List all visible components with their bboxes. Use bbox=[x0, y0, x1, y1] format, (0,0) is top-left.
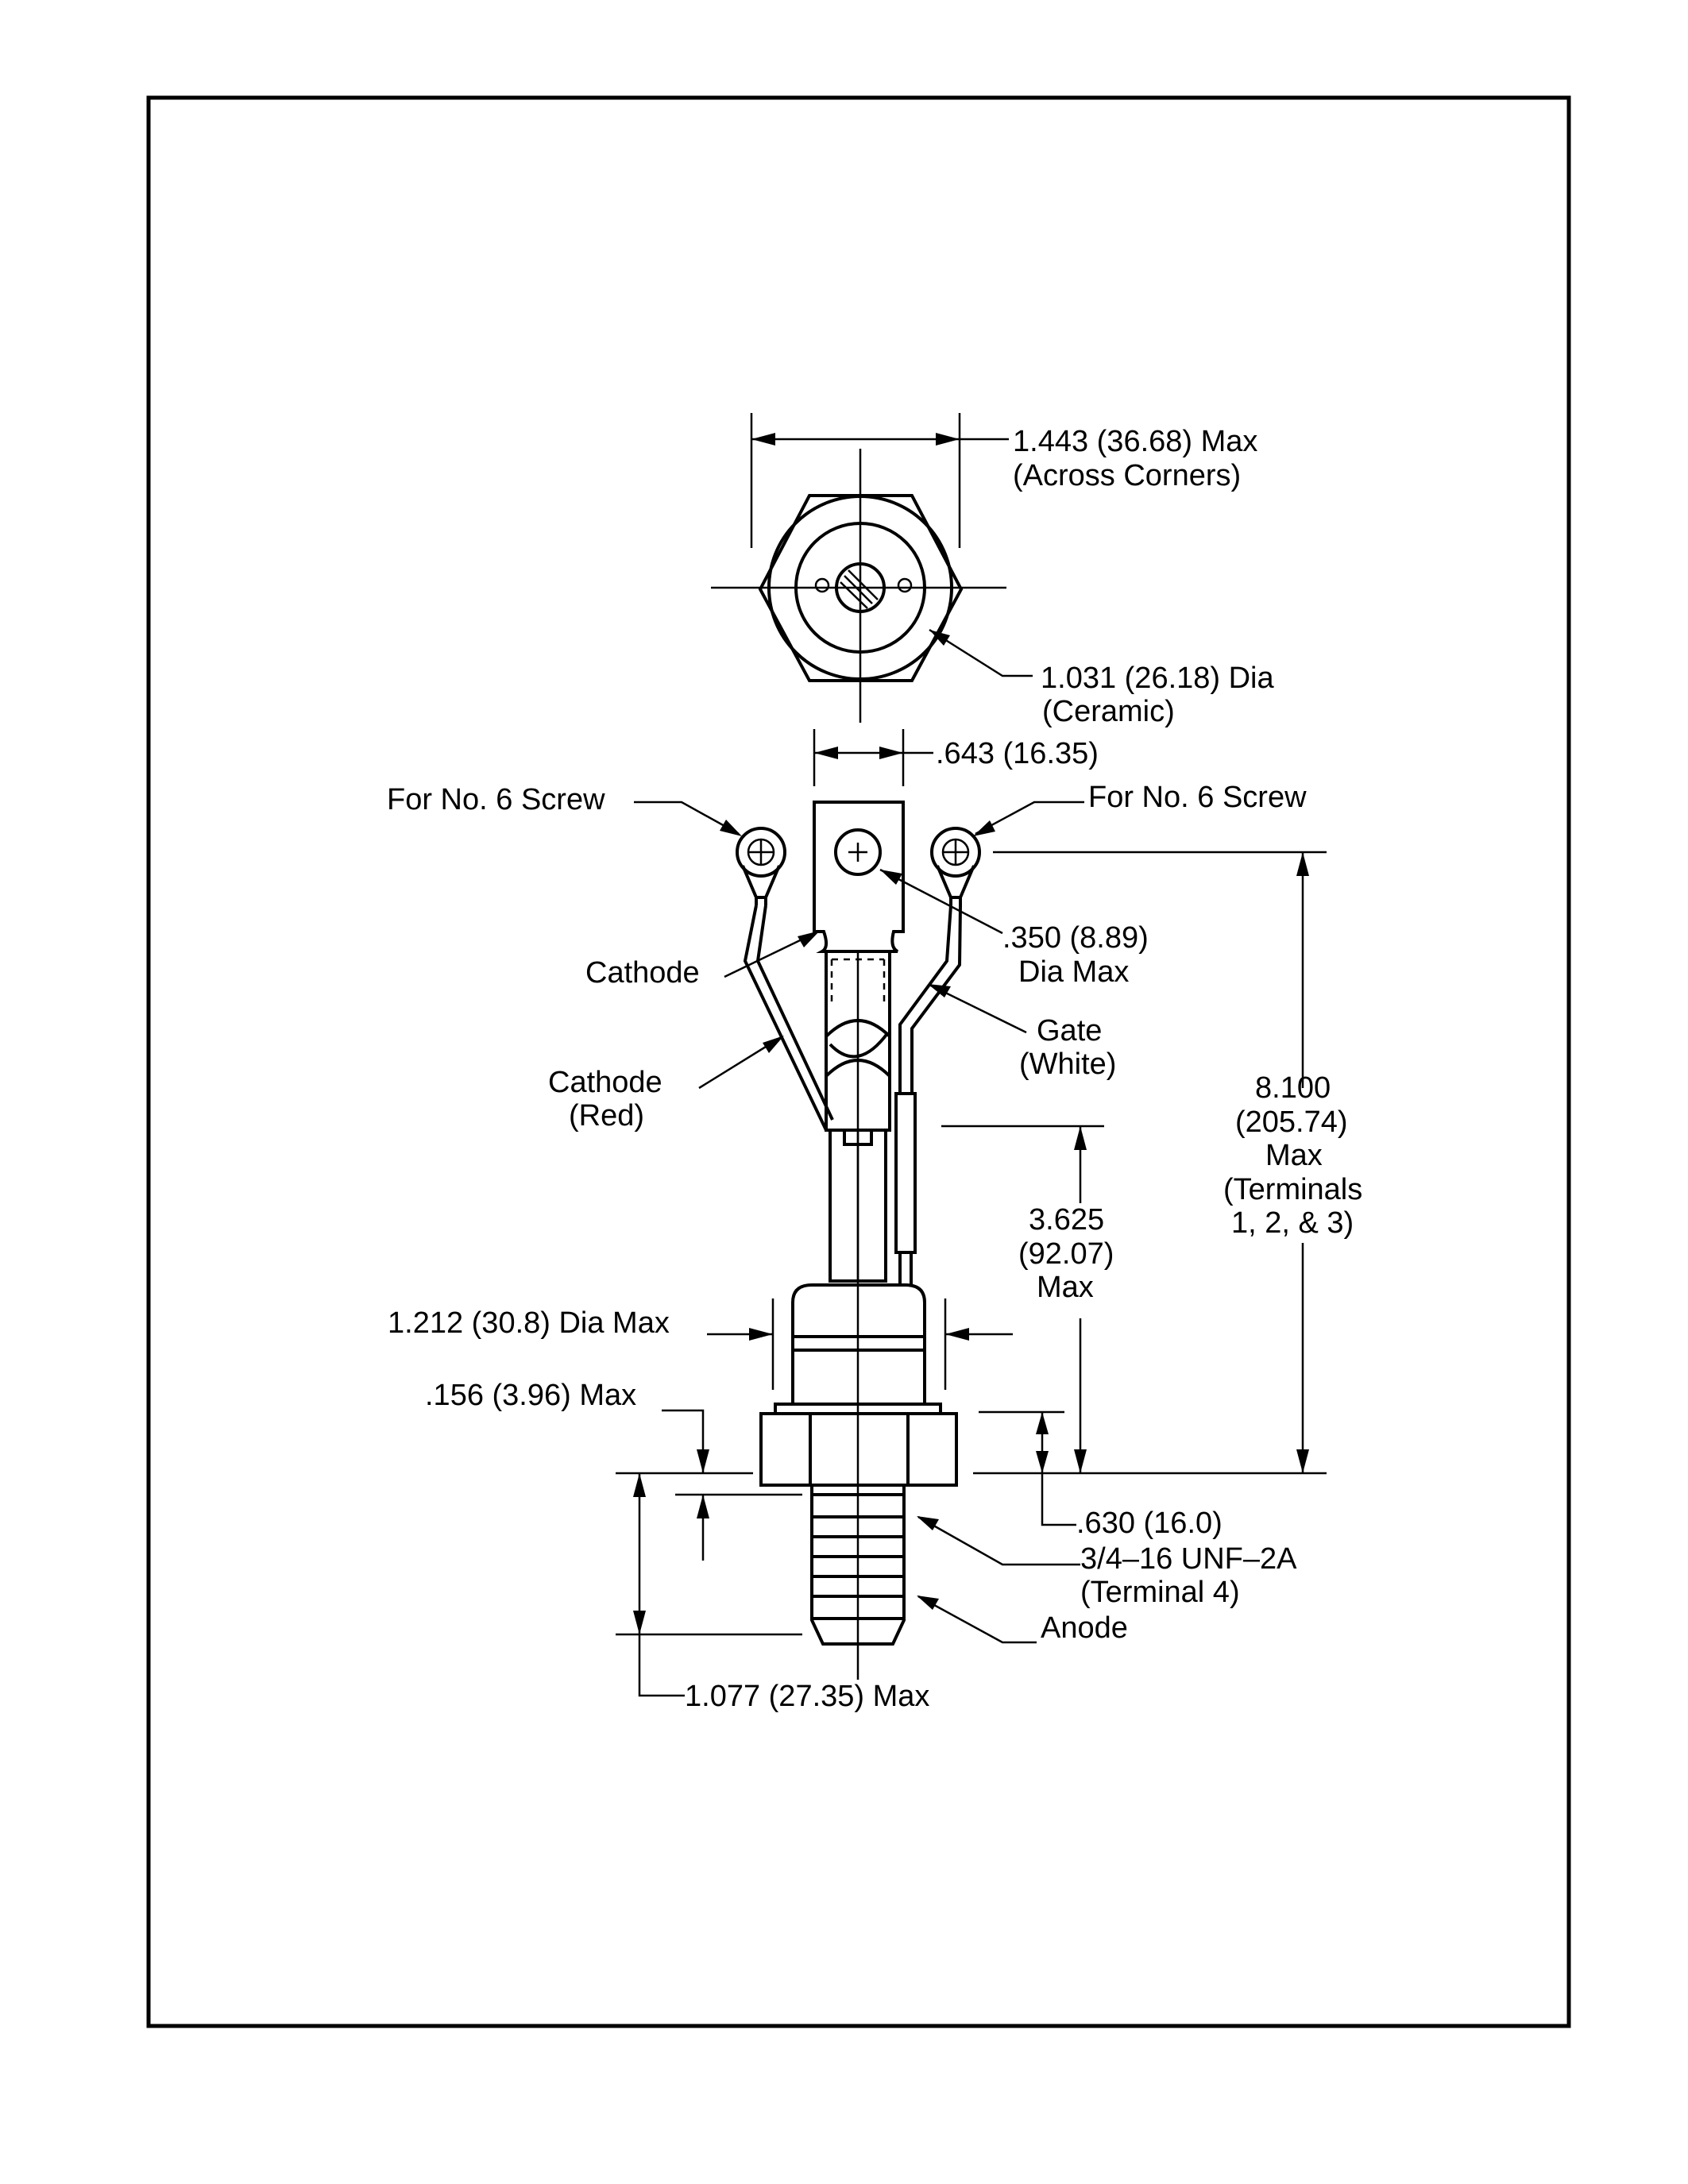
labels: 1.443 (36.68) Max (Across Corners) 1.031… bbox=[387, 425, 1362, 1713]
cathode-lug bbox=[813, 801, 905, 953]
ceramic-dia-label: 1.031 (26.18) Dia bbox=[1041, 662, 1274, 695]
cathode-label: Cathode bbox=[585, 956, 700, 990]
lug-width-label: .643 (16.35) bbox=[936, 737, 1099, 770]
mounting-hole-icon bbox=[834, 828, 882, 876]
flange-label: .156 (3.96) Max bbox=[425, 1379, 636, 1412]
cathode-red-label: Cathode bbox=[548, 1066, 662, 1099]
anode-label: Anode bbox=[1041, 1611, 1128, 1645]
drawing-border bbox=[146, 95, 1571, 2028]
screw-left-label: For No. 6 Screw bbox=[387, 783, 605, 816]
hex-height-label: .630 (16.0) bbox=[1076, 1507, 1223, 1540]
lead-length-max: Max bbox=[1037, 1271, 1094, 1304]
hole-dia-label: .350 (8.89) bbox=[1002, 921, 1149, 955]
dimensions bbox=[616, 729, 1327, 1697]
lead-length-label: 3.625 bbox=[1029, 1203, 1104, 1237]
overall-length-note1: (Terminals bbox=[1223, 1173, 1362, 1206]
thread-label: 3/4–16 UNF–2A bbox=[1080, 1542, 1297, 1576]
across-corners-note: (Across Corners) bbox=[1013, 459, 1241, 492]
gate-note: (White) bbox=[1019, 1048, 1116, 1081]
ceramic-note: (Ceramic) bbox=[1042, 695, 1175, 728]
side-view bbox=[736, 801, 981, 1680]
thread-note: (Terminal 4) bbox=[1080, 1576, 1240, 1609]
overall-length-mm: (205.74) bbox=[1235, 1106, 1348, 1139]
overall-length-label: 8.100 bbox=[1255, 1071, 1331, 1105]
hole-dia-note: Dia Max bbox=[1018, 955, 1129, 989]
screw-right-label: For No. 6 Screw bbox=[1088, 781, 1307, 814]
cathode-red-note: (Red) bbox=[569, 1099, 644, 1133]
body-dia-label: 1.212 (30.8) Dia Max bbox=[388, 1306, 670, 1340]
lead-length-mm: (92.07) bbox=[1018, 1237, 1114, 1271]
across-corners-label: 1.443 (36.68) Max bbox=[1013, 425, 1257, 458]
gate-label: Gate bbox=[1037, 1014, 1102, 1048]
stud-length-label: 1.077 (27.35) Max bbox=[685, 1680, 929, 1713]
overall-length-max: Max bbox=[1265, 1139, 1323, 1172]
top-view bbox=[711, 413, 1033, 723]
overall-length-note2: 1, 2, & 3) bbox=[1231, 1206, 1354, 1240]
